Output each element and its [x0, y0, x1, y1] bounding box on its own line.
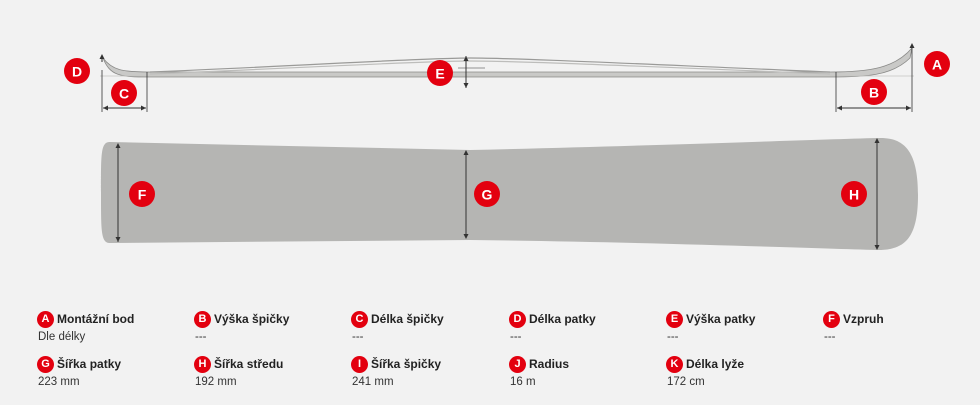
spec-i-label: Šířka špičky	[371, 357, 442, 371]
marker-b: B	[861, 79, 887, 105]
badge-d: D	[509, 310, 526, 328]
marker-g: G	[474, 181, 500, 207]
ski-dimension-diagram: D C E A B F G H	[64, 43, 950, 250]
spec-b-label: Výška špičky	[214, 312, 290, 326]
badge-c: C	[351, 310, 368, 328]
spec-g-value: 223 mm	[38, 376, 80, 388]
marker-g-label: G	[482, 187, 493, 203]
spec-d-value: ---	[510, 331, 522, 343]
dimension-a	[909, 43, 915, 112]
spec-f-value: ---	[824, 331, 836, 343]
marker-f: F	[129, 181, 155, 207]
dimension-b	[835, 72, 911, 112]
marker-d: D	[64, 58, 90, 84]
marker-c-label: C	[119, 86, 129, 102]
spec-e-label: Výška patky	[686, 312, 756, 326]
dimension-d	[99, 54, 105, 112]
dimension-g	[463, 150, 469, 239]
marker-e: E	[427, 60, 453, 86]
spec-a-label: Montážní bod	[57, 312, 135, 326]
marker-c: C	[111, 80, 137, 106]
dimension-h	[874, 138, 880, 250]
badge-j: J	[509, 355, 526, 373]
marker-d-label: D	[72, 64, 82, 80]
marker-f-label: F	[138, 187, 147, 203]
spec-j-value: 16 m	[510, 376, 536, 388]
spec-g-label: Šířka patky	[57, 357, 122, 371]
spec-h-value: 192 mm	[195, 376, 237, 388]
marker-a: A	[924, 51, 950, 77]
badge-a: A	[37, 310, 54, 328]
badge-b: B	[194, 310, 211, 328]
spec-k-label: Délka lyže	[686, 357, 745, 371]
spec-a-value: Dle délky	[38, 331, 86, 343]
dimension-c	[103, 72, 148, 112]
spec-c-label: Délka špičky	[371, 312, 444, 326]
spec-e-value: ---	[667, 331, 679, 343]
badge-e: E	[666, 310, 683, 328]
ski-top-view	[101, 137, 918, 250]
marker-h: H	[841, 181, 867, 207]
spec-c-value: ---	[352, 331, 364, 343]
marker-b-label: B	[869, 85, 879, 101]
marker-a-label: A	[932, 57, 942, 73]
dimension-f	[115, 143, 121, 242]
marker-h-label: H	[849, 187, 859, 203]
spec-h-label: Šířka středu	[214, 357, 284, 371]
badge-f: F	[823, 310, 840, 328]
spec-i-value: 241 mm	[352, 376, 394, 388]
spec-f-label: Vzpruh	[843, 312, 884, 326]
spec-j-label: Radius	[529, 357, 570, 371]
marker-e-label: E	[435, 66, 444, 82]
badge-g: G	[37, 355, 54, 373]
ski-side-profile	[102, 46, 913, 78]
badge-k: K	[666, 355, 683, 373]
dimension-e	[458, 56, 485, 88]
spec-b-value: ---	[195, 331, 207, 343]
spec-d-label: Délka patky	[529, 312, 596, 326]
badge-i: I	[351, 355, 368, 373]
spec-k-value: 172 cm	[667, 376, 705, 388]
badge-h: H	[194, 355, 211, 373]
